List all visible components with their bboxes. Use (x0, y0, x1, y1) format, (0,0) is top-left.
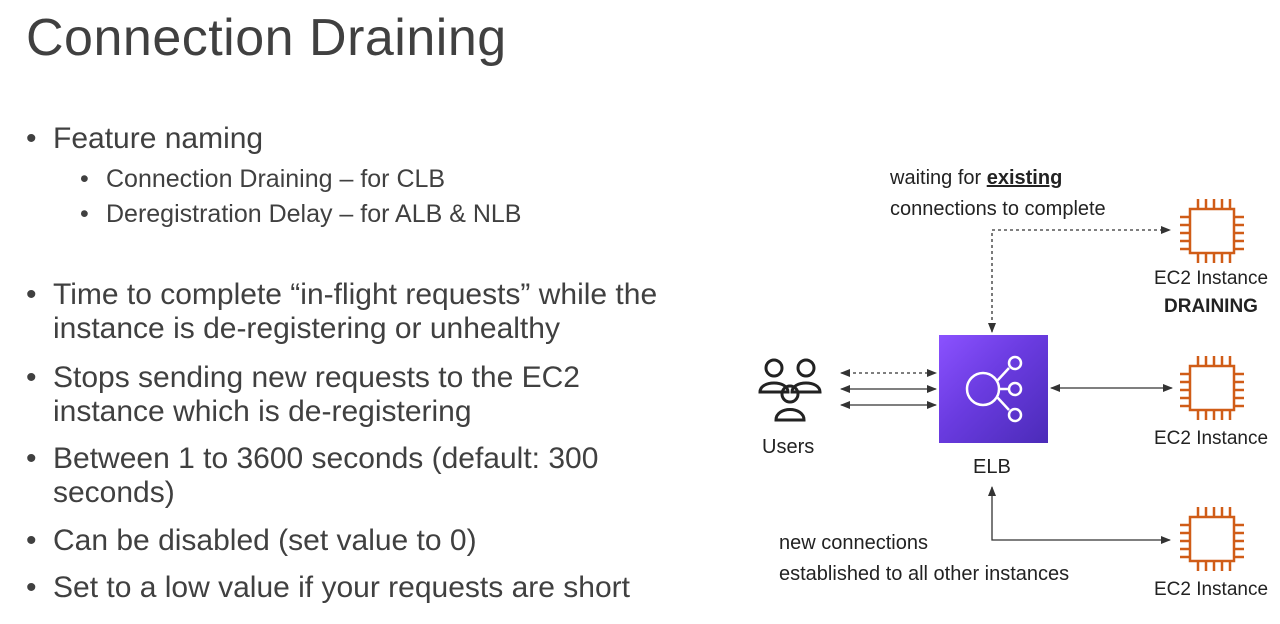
waiting-emphasis: existing (986, 167, 1063, 189)
waiting-label-line2: connections to complete (890, 198, 1106, 220)
elb-label: ELB (973, 456, 1011, 478)
bullet-dot: • (26, 571, 37, 604)
bullet-dot: • (26, 122, 37, 155)
ec2-instance-label-1: EC2 Instance (1153, 268, 1269, 289)
bullet-dot: • (80, 200, 89, 228)
users-icon (758, 358, 822, 422)
ec2-instance-icon (1180, 507, 1244, 571)
slide-title: Connection Draining (26, 9, 507, 67)
load-balancer-glyph (965, 355, 1023, 423)
new-connections-label: new connections (779, 532, 928, 554)
ec2-instance-icon-draining (1180, 199, 1244, 263)
bullet-can-be-disabled: • Can be disabled (set value to 0) (26, 524, 477, 557)
sub-bullet-connection-draining: • Connection Draining – for CLB (80, 162, 445, 196)
bullet-between-seconds: • Between 1 to 3600 seconds (default: 30… (26, 442, 599, 509)
bullet-dot: • (26, 278, 37, 311)
bullet-dot: • (80, 165, 89, 193)
bullet-low-value: • Set to a low value if your requests ar… (26, 571, 630, 604)
draining-status: DRAINING (1164, 296, 1258, 317)
bullet-dot: • (26, 524, 37, 557)
elb-icon (939, 335, 1048, 443)
bullet-feature-naming: • Feature naming (26, 122, 264, 155)
elb-new-instance-arrow (988, 486, 1171, 544)
new-connections-label-line2: established to all other instances (779, 563, 1070, 585)
ec2-instance-label-2: EC2 Instance (1153, 428, 1269, 449)
bullet-dot: • (26, 442, 37, 475)
ec2-instance-icon (1180, 356, 1244, 420)
users-label: Users (762, 436, 815, 458)
bullet-dot: • (26, 361, 37, 394)
ec2-instance-label-3: EC2 Instance (1153, 579, 1269, 600)
sub-bullet-deregistration-delay: • Deregistration Delay – for ALB & NLB (80, 197, 521, 231)
waiting-label: waiting for existing (890, 167, 1063, 189)
bullet-time-to-complete: • Time to complete “in-flight requests” … (26, 278, 658, 345)
bullet-stops-sending: • Stops sending new requests to the EC2 … (26, 361, 580, 428)
elb-draining-instance-arrow (988, 226, 1171, 333)
